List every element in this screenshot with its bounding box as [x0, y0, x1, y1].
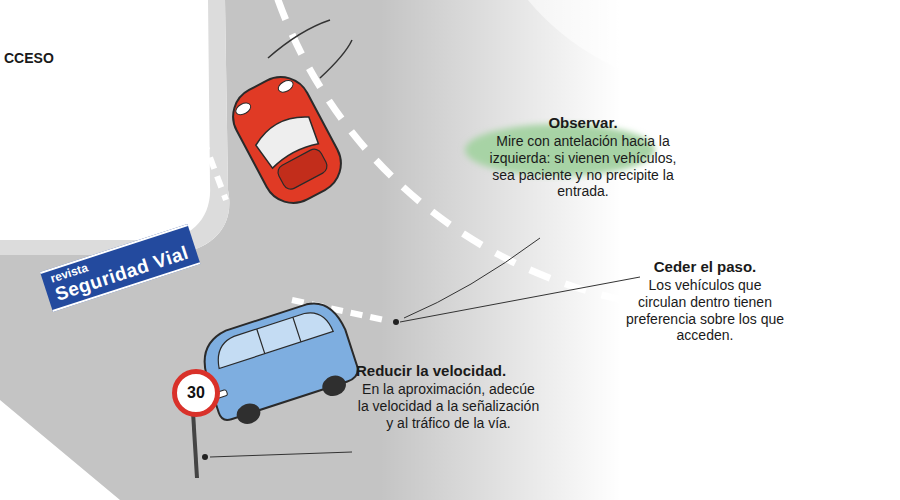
wheel — [320, 373, 349, 399]
callout-heading: Reducir la velocidad. — [356, 362, 556, 380]
leader-line — [210, 452, 352, 457]
leader-line — [400, 277, 640, 322]
car-body — [223, 66, 352, 213]
wheel — [234, 400, 263, 426]
leader-dot — [393, 319, 399, 325]
sign-pole — [193, 412, 197, 478]
white-fade — [620, 0, 900, 500]
speed-sign: 30 — [172, 369, 220, 417]
section-title: CCESO — [4, 50, 54, 67]
blue-car — [195, 295, 364, 431]
motion-line — [268, 20, 330, 58]
car-roof — [275, 146, 330, 191]
car-body — [195, 295, 360, 422]
car-windows — [211, 307, 333, 369]
red-car — [223, 66, 352, 213]
headlight — [234, 101, 253, 117]
speed-limit: 30 — [187, 383, 205, 402]
callout-heading: Observar. — [478, 114, 688, 132]
headlight — [276, 78, 295, 94]
callout-text: Los vehículos que circulan dentro tienen… — [625, 277, 785, 344]
motion-line — [320, 40, 352, 78]
leader-line — [404, 238, 540, 318]
leader-dot — [202, 454, 208, 460]
kerb — [0, 0, 229, 255]
callout-heading: Ceder el paso. — [625, 258, 785, 276]
window-pillar — [257, 317, 301, 353]
callout-text: En la aproximación, adecúe la velocidad … — [356, 381, 541, 431]
callout-text: Mire con antelación hacia la izquierda: … — [478, 133, 688, 200]
give-way-line — [196, 120, 226, 200]
